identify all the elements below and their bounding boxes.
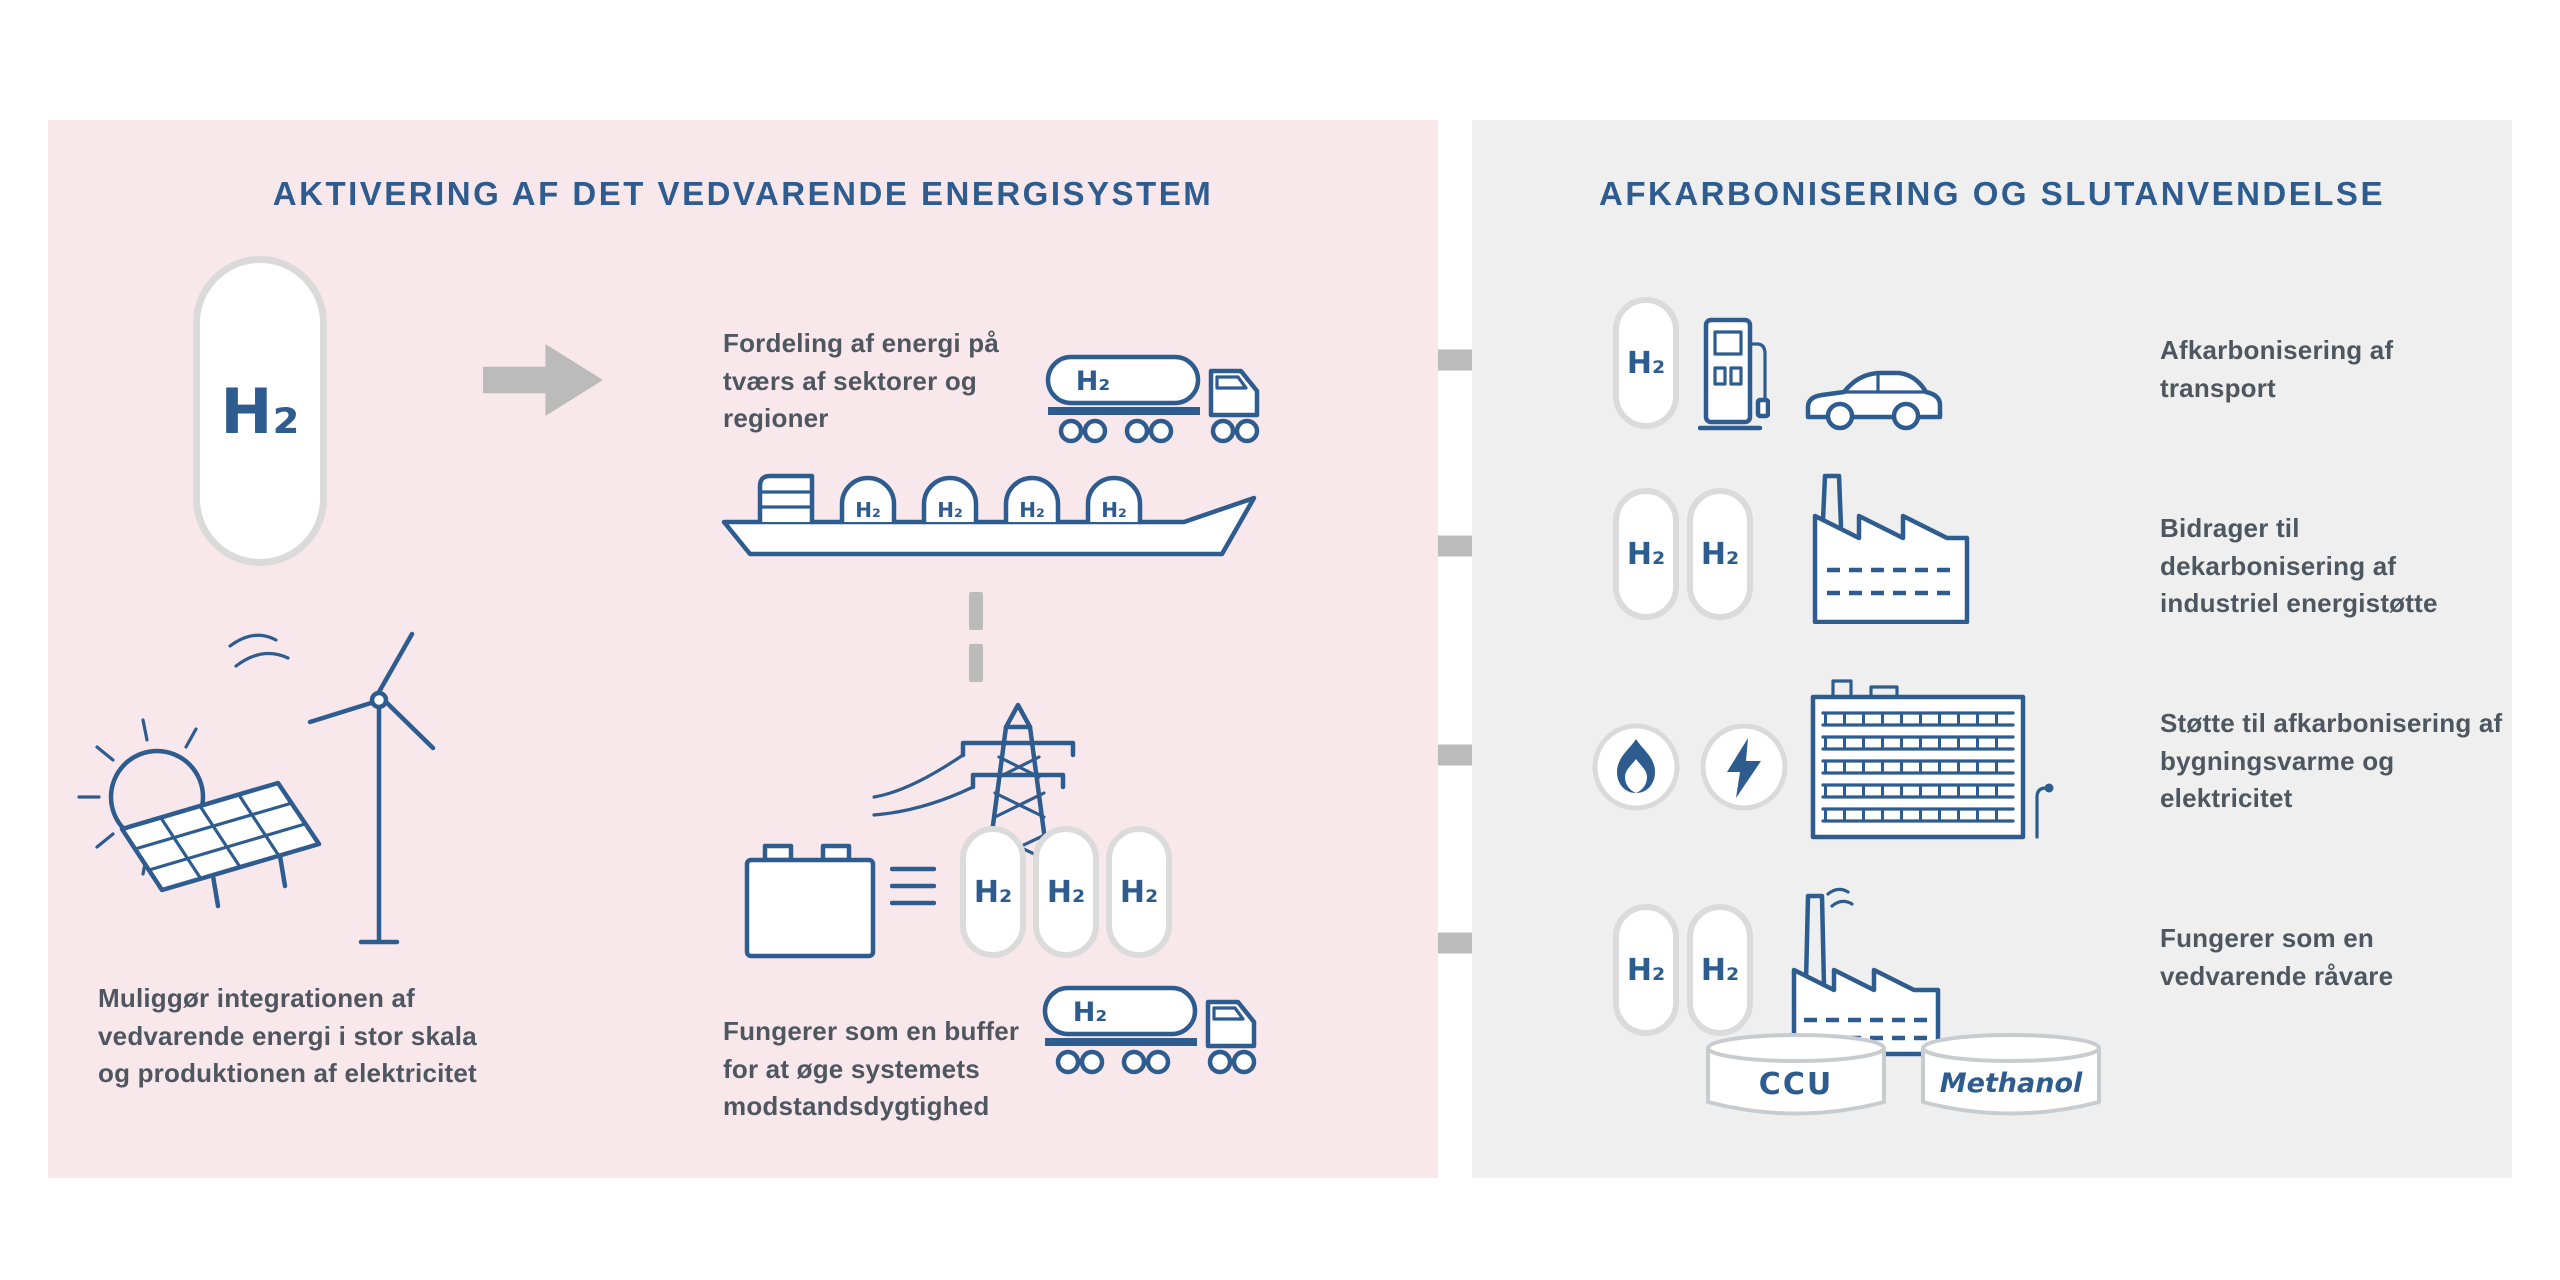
h2-label: H₂ bbox=[1119, 874, 1159, 910]
car-icon bbox=[1805, 370, 1943, 431]
wind-turbine-icon bbox=[307, 631, 436, 945]
left-panel: AKTIVERING AF DET VEDVARENDE ENERGISYSTE… bbox=[48, 120, 1438, 1178]
caption-renewables: Muliggør integrationen af vedvarende ene… bbox=[98, 983, 477, 1089]
renewable-energy-icon bbox=[77, 631, 436, 945]
methanol-tank-icon: Methanol bbox=[1921, 1033, 2101, 1116]
flame-icon bbox=[1592, 723, 1680, 811]
h2-label: H₂ bbox=[1626, 536, 1666, 572]
building-icon bbox=[1810, 679, 2054, 840]
h2-label: H₂ bbox=[1101, 498, 1127, 522]
h2-label: H₂ bbox=[1700, 952, 1740, 988]
h2-label: H₂ bbox=[973, 874, 1013, 910]
h2-label: H₂ bbox=[937, 498, 963, 522]
row-label-transport: Afkarbonisering af transport bbox=[2160, 335, 2394, 403]
lightning-icon bbox=[1700, 723, 1788, 811]
h2-label: H₂ bbox=[1073, 997, 1107, 1028]
right-panel-title: AFKARBONISERING OG SLUTANVENDELSE bbox=[1599, 175, 2385, 212]
right-panel: AFKARBONISERING OG SLUTANVENDELSE H₂ Afk… bbox=[1472, 120, 2512, 1178]
hydrogen-cylinder-icon: H₂ bbox=[1687, 904, 1753, 1036]
right-arrow-icon bbox=[483, 344, 603, 416]
h2-label: H₂ bbox=[855, 498, 881, 522]
hydrogen-cylinder-icon: H₂ bbox=[1106, 826, 1172, 958]
ccu-label: CCU bbox=[1759, 1067, 1833, 1102]
row-label-buildings: Støtte til afkarbonisering af bygningsva… bbox=[2160, 708, 2503, 814]
connection-dashes-icon bbox=[890, 866, 936, 906]
hydrogen-storage-tank-icon: H₂ bbox=[193, 256, 327, 566]
left-panel-title: AKTIVERING AF DET VEDVARENDE ENERGISYSTE… bbox=[272, 175, 1214, 212]
row-label-feedstock: Fungerer som en vedvarende råvare bbox=[2160, 923, 2394, 991]
h2-label: H₂ bbox=[1076, 366, 1110, 397]
hydrogen-cylinder-icon: H₂ bbox=[960, 826, 1026, 958]
row-label-industry: Bidrager til dekarbonisering af industri… bbox=[2160, 513, 2438, 619]
hydrogen-cylinder-icon: H₂ bbox=[1613, 488, 1679, 620]
h2-label: H₂ bbox=[1700, 536, 1740, 572]
hydrogen-cylinder-icon: H₂ bbox=[1613, 904, 1679, 1036]
hydrogen-cylinder-icon: H₂ bbox=[1033, 826, 1099, 958]
h2-label: H₂ bbox=[1046, 874, 1086, 910]
methanol-label: Methanol bbox=[1940, 1068, 2083, 1099]
hydrogen-truck-icon: H₂ bbox=[1042, 985, 1257, 1075]
hydrogen-cylinder-icon: H₂ bbox=[1687, 488, 1753, 620]
h2-label: H₂ bbox=[1019, 498, 1045, 522]
caption-buffer: Fungerer som en buffer for at øge system… bbox=[723, 1016, 1020, 1122]
hydrogen-truck-icon: H₂ bbox=[1045, 354, 1260, 444]
h2-label: H₂ bbox=[1626, 952, 1666, 988]
wind-icon bbox=[228, 633, 290, 668]
power-pylon-icon bbox=[872, 702, 1076, 880]
down-connector-icon bbox=[969, 592, 983, 696]
hydrogen-cylinder-icon: H₂ bbox=[1613, 297, 1679, 429]
ccu-tank-icon: CCU bbox=[1706, 1033, 1886, 1116]
hydrogen-ship-icon: H₂ H₂ H₂ H₂ bbox=[721, 473, 1257, 557]
caption-distribution: Fordeling af energi på tværs af sektorer… bbox=[723, 328, 999, 434]
h2-label: H₂ bbox=[1626, 345, 1666, 381]
fuel-pump-icon bbox=[1698, 317, 1770, 431]
solar-panel-icon bbox=[119, 780, 322, 909]
factory-icon bbox=[1812, 473, 1970, 624]
chemical-plant-icon bbox=[1791, 887, 1941, 1057]
battery-icon bbox=[744, 843, 876, 959]
h2-label: H₂ bbox=[220, 374, 300, 448]
